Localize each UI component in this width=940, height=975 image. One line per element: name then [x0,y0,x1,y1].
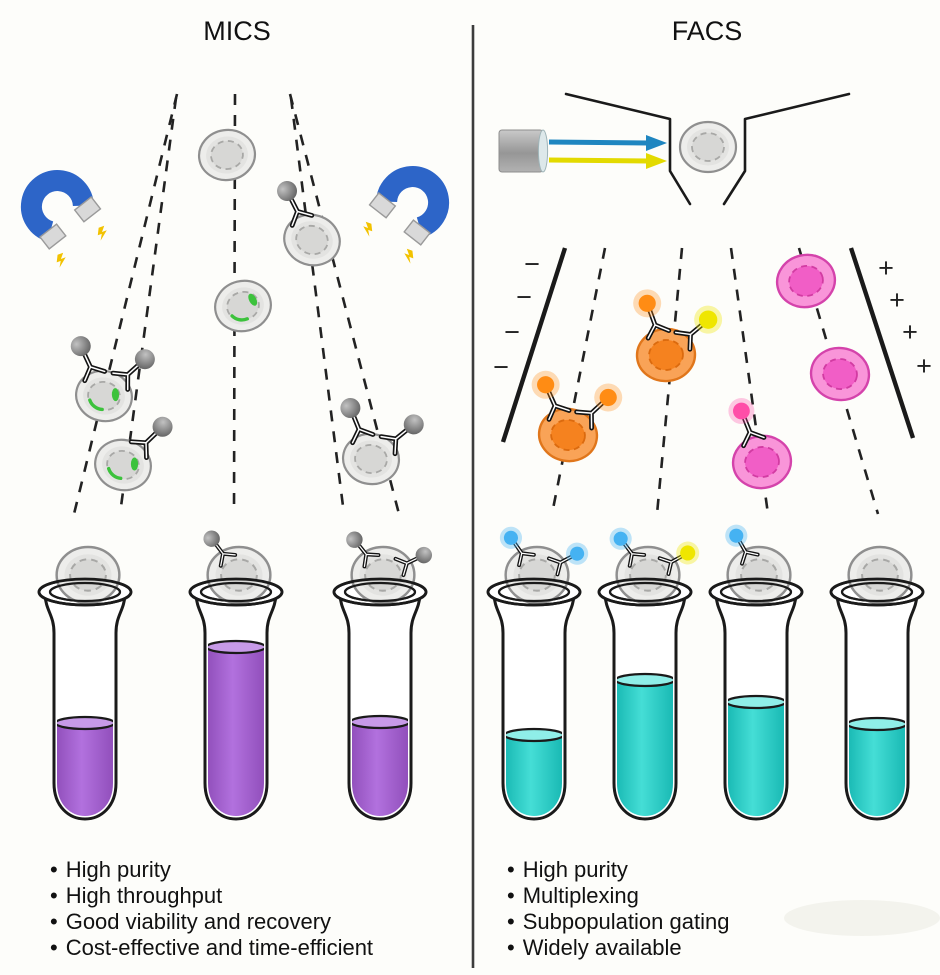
blue-beam-arrowhead [646,135,667,151]
nozzle-right-wall [722,92,851,206]
cell-magnetic-labeled [336,395,428,489]
cell-magnetic-labeled [273,177,348,274]
laser-source [498,129,549,173]
cell-on-tube [206,545,272,605]
mics-title: MICS [203,16,271,46]
tube-liquid [53,723,117,816]
tube-liquid [613,680,677,816]
collection-tube [486,522,592,821]
svg-text:•Subpopulation gating: •Subpopulation gating [507,909,729,934]
channel-line [289,97,346,515]
svg-text:•Multiplexing: •Multiplexing [507,883,639,908]
svg-text:+: + [889,285,905,315]
svg-text:+: + [916,351,932,381]
trajectory-line [729,247,770,515]
svg-text:•High throughput: •High throughput [50,883,222,908]
cell-target-magnetic-labeled [67,332,160,426]
negative-charges: − − − − [493,249,540,382]
yellow-beam-arrowhead [646,153,667,169]
mics-cells [67,125,429,496]
facs-bullet-list: •High purity •Multiplexing •Subpopulatio… [507,857,729,960]
collection-tube [597,523,703,821]
cell-target-magnetic-labeled [90,412,178,496]
watermark-smudge [784,900,940,936]
cell-in-nozzle [678,120,738,174]
collection-tube [37,545,133,821]
tube-liquid [845,724,909,816]
tube-liquid [724,702,788,816]
magnet-icon [12,166,117,274]
svg-text:•Good viability and recovery: •Good viability and recovery [50,909,331,934]
collection-tube [188,527,284,821]
svg-text:−: − [504,317,520,347]
mics-panel: MICS [12,16,457,960]
flow-nozzle [564,92,851,206]
collection-tube [829,545,925,821]
cell-unlabeled [194,125,260,185]
positive-charges: + + + + [878,253,932,381]
facs-tubes [486,521,925,821]
mics-tubes [37,527,435,821]
channel-line [118,97,178,515]
tube-liquid [204,647,268,816]
cell-orange-double-labeled [629,285,728,385]
mics-bullet-list: •High purity •High throughput •Good viab… [50,857,373,960]
positive-plate [848,247,916,439]
tube-liquid [502,735,566,816]
cell-on-tube [847,545,913,605]
channel-line [72,93,179,515]
svg-text:•High purity: •High purity [507,857,628,882]
tube-liquid [348,722,412,816]
svg-text:•Cost-effective and time-effic: •Cost-effective and time-efficient [50,935,373,960]
cell-pink [771,248,841,314]
cell-pink [806,343,874,405]
facs-title: FACS [672,16,743,46]
cell-pink-labeled [724,394,797,494]
svg-text:•High purity: •High purity [50,857,171,882]
svg-text:+: + [878,253,894,283]
cell-on-tube [55,545,121,605]
nozzle-left-wall [564,92,692,206]
facs-panel: FACS − − − − + + [486,16,940,960]
svg-text:−: − [524,249,540,279]
magnet-icon [352,162,457,270]
svg-text:•Widely available: •Widely available [507,935,682,960]
trajectory-line [550,247,607,515]
svg-text:+: + [902,317,918,347]
deflection-plates: − − − − + + + + [493,247,932,443]
svg-text:−: − [493,352,509,382]
facs-cells [527,248,874,494]
collection-tube [332,528,435,821]
collection-tube [708,521,804,821]
svg-text:−: − [516,282,532,312]
negative-plate [500,247,568,443]
laser-beams [548,135,667,169]
cell-target-green [210,275,276,337]
